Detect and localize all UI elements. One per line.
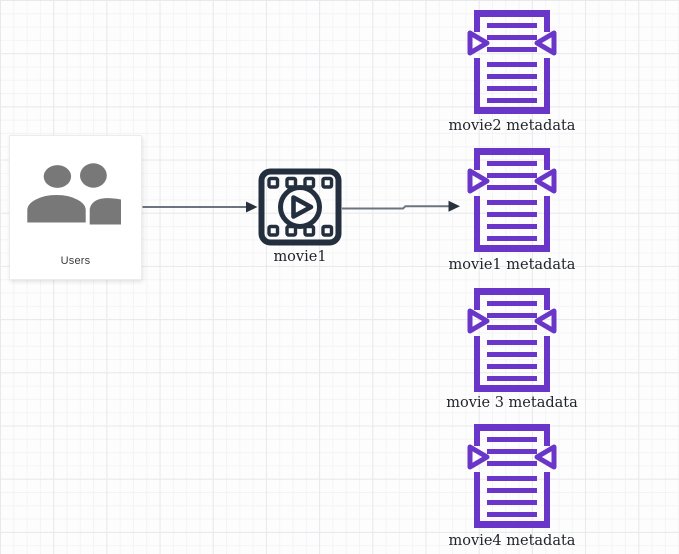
node-movie1[interactable]: [258, 168, 342, 246]
users-icon: [23, 163, 121, 227]
node-label-movie-3-metadata: movie 3 metadata: [446, 395, 578, 411]
node-movie1-metadata[interactable]: [467, 148, 557, 252]
node-label-movie4-metadata: movie4 metadata: [448, 533, 576, 549]
arrowhead-icon: [448, 200, 460, 212]
node-label-users: Users: [60, 255, 91, 267]
node-movie4-metadata[interactable]: [467, 424, 557, 528]
arrowhead-icon: [246, 201, 258, 213]
metadata-document-icon: [467, 424, 557, 528]
node-label-movie1-metadata: movie1 metadata: [448, 257, 576, 273]
node-movie-3-metadata[interactable]: [467, 288, 557, 392]
node-users[interactable]: Users: [9, 135, 142, 280]
metadata-document-icon: [467, 288, 557, 392]
film-play-icon: [258, 168, 342, 246]
node-label-movie2-metadata: movie2 metadata: [448, 118, 576, 134]
connector-users-to-movie1[interactable]: [142, 201, 258, 213]
connector-movie1-to-movie1-metadata[interactable]: [342, 200, 460, 212]
node-label-movie1: movie1: [273, 249, 327, 265]
node-movie2-metadata[interactable]: [467, 10, 557, 114]
metadata-document-icon: [467, 148, 557, 252]
metadata-document-icon: [467, 10, 557, 114]
